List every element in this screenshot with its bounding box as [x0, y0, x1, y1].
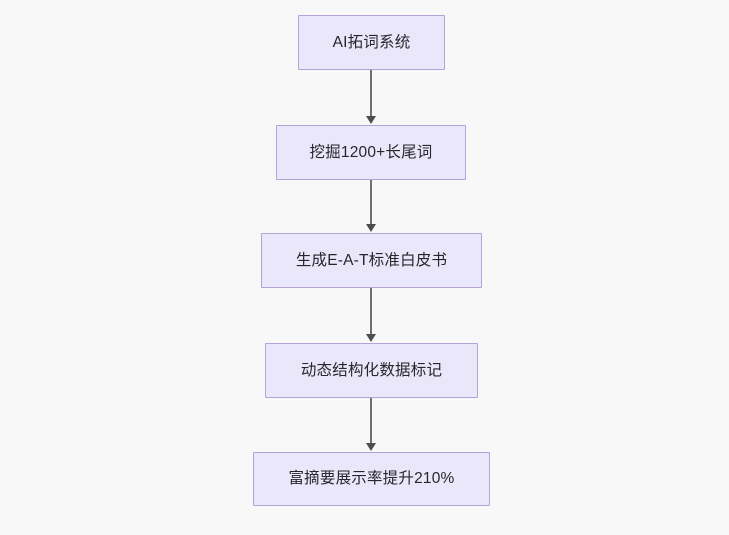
arrowhead-icon — [365, 116, 376, 124]
arrowhead-icon — [365, 334, 376, 342]
flow-node-label: AI拓词系统 — [332, 33, 411, 51]
edge-line — [369, 180, 373, 225]
flow-node-dynamic-structured-data-markup[interactable]: 动态结构化数据标记 — [265, 343, 478, 398]
flow-node-label: 生成E-A-T标准白皮书 — [295, 251, 448, 269]
flow-node-label: 动态结构化数据标记 — [300, 361, 443, 379]
arrowhead-icon — [365, 443, 376, 451]
flow-node-ai-keyword-system[interactable]: AI拓词系统 — [298, 15, 445, 70]
flow-node-label: 挖掘1200+长尾词 — [309, 143, 433, 161]
edge-line — [369, 398, 373, 444]
flow-node-label: 富摘要展示率提升210% — [288, 470, 455, 488]
flow-node-mine-longtail-keywords[interactable]: 挖掘1200+长尾词 — [276, 125, 466, 180]
edge-line — [369, 288, 373, 335]
edge-line — [369, 70, 373, 117]
flow-node-generate-eat-whitepaper[interactable]: 生成E-A-T标准白皮书 — [261, 233, 482, 288]
flow-node-rich-snippet-impression-uplift[interactable]: 富摘要展示率提升210% — [253, 452, 490, 506]
arrowhead-icon — [365, 224, 376, 232]
